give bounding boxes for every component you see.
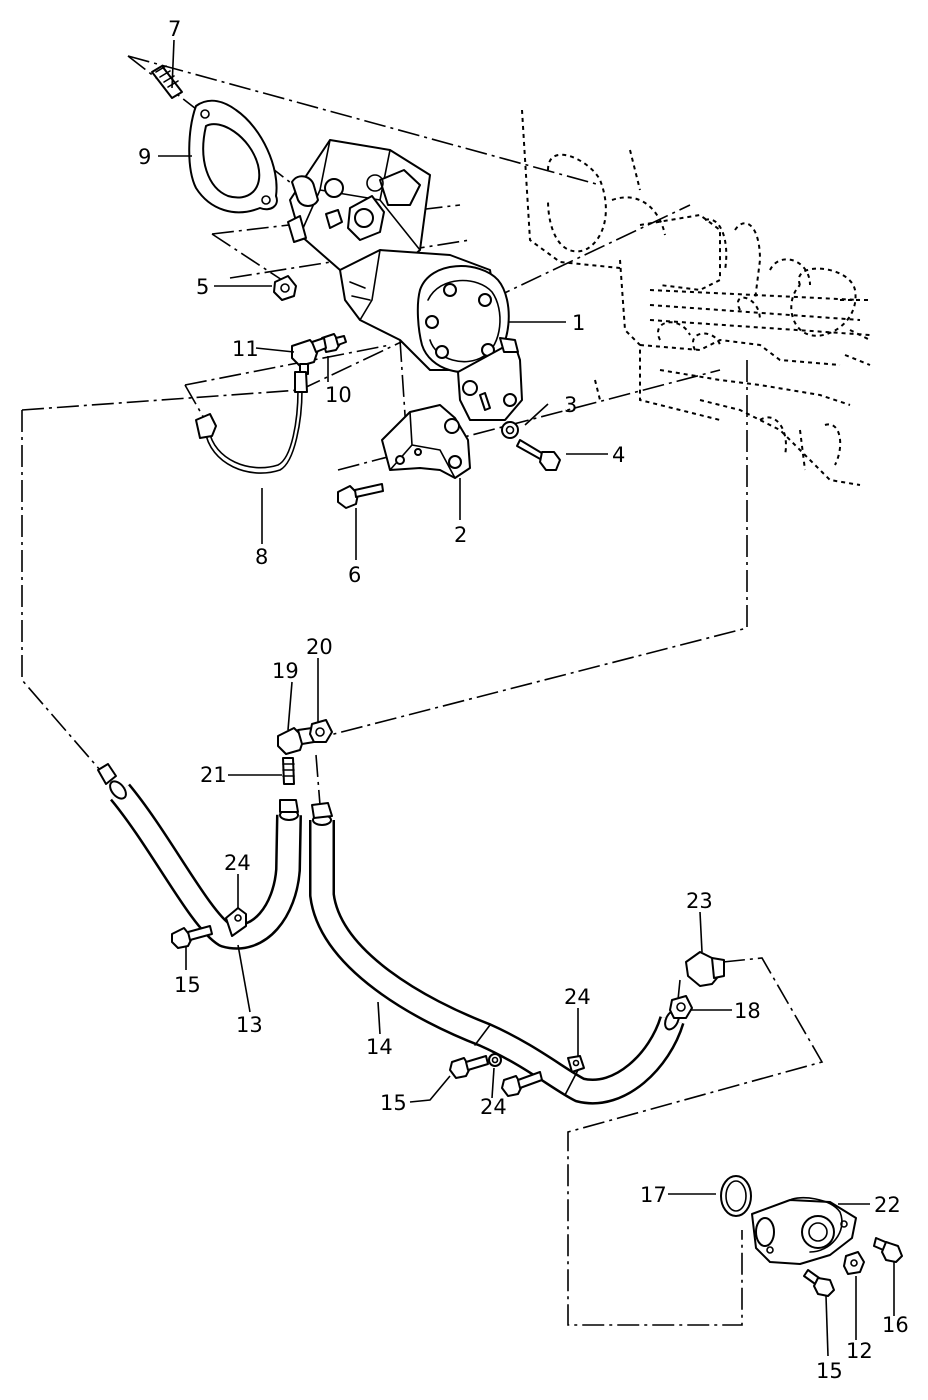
callout-22: 22	[874, 1193, 901, 1217]
callout-3: 3	[564, 393, 577, 417]
bolt-15-middle	[449, 1055, 489, 1079]
callout-21: 21	[200, 763, 227, 787]
nut-5	[273, 275, 297, 301]
leader-lines	[158, 39, 895, 1357]
callout-17: 17	[640, 1183, 667, 1207]
callout-labels: 7 9 5 1 11 10 3 4 2 8 6 20 19 21 24 23 1…	[138, 17, 909, 1383]
bracket-2	[381, 404, 471, 479]
fitting-21	[282, 757, 295, 785]
return-hose-14	[309, 814, 685, 1105]
callout-15-left: 15	[174, 973, 201, 997]
bolt-16	[873, 1237, 903, 1263]
callout-12: 12	[846, 1339, 873, 1363]
bolt-4	[516, 439, 561, 471]
elbow-fitting-19	[277, 727, 315, 755]
bolt-15-lower	[501, 1071, 543, 1097]
adapter-housing-22	[751, 1196, 857, 1265]
callout-20: 20	[306, 635, 333, 659]
callout-23: 23	[686, 889, 713, 913]
callout-6: 6	[348, 563, 361, 587]
callout-7: 7	[168, 17, 181, 41]
engine-block-outline	[521, 109, 871, 486]
callout-19: 19	[272, 659, 299, 683]
callout-13: 13	[236, 1013, 263, 1037]
o-ring-17	[720, 1175, 752, 1217]
callout-18: 18	[734, 999, 761, 1023]
callout-24-left: 24	[224, 851, 251, 875]
elbow-fitting-23	[685, 951, 725, 987]
power-steering-pump-1	[287, 139, 523, 421]
callout-2: 2	[454, 523, 467, 547]
callout-15-right: 15	[816, 1359, 843, 1383]
hose-clip-24-left	[225, 907, 247, 937]
callout-24-middle: 24	[480, 1095, 507, 1119]
stud-7	[151, 65, 183, 99]
fitting-20	[309, 719, 333, 743]
callout-9: 9	[138, 145, 151, 169]
callout-8: 8	[255, 545, 268, 569]
bolt-6	[337, 483, 384, 509]
bolt-15-right	[803, 1269, 835, 1297]
callout-24-right: 24	[564, 985, 591, 1009]
bolt-15-left	[171, 925, 213, 949]
hose-clip-24-right	[567, 1055, 585, 1073]
callout-11: 11	[232, 337, 259, 361]
callout-16: 16	[882, 1313, 909, 1337]
return-hose-13	[109, 780, 302, 950]
fitting-18	[669, 995, 693, 1019]
callout-10: 10	[325, 383, 352, 407]
callout-4: 4	[612, 443, 625, 467]
washer-24-middle	[488, 1053, 502, 1067]
elbow-fitting-11	[291, 337, 327, 375]
callout-5: 5	[196, 275, 209, 299]
callout-14: 14	[366, 1035, 393, 1059]
callout-15-middle: 15	[380, 1091, 407, 1115]
callout-1: 1	[572, 311, 585, 335]
hose-clip-upper-left	[97, 763, 333, 819]
pressure-hose-8	[195, 371, 308, 474]
washer-3	[501, 421, 519, 439]
gasket-9	[188, 99, 278, 214]
plug-12	[843, 1251, 865, 1275]
assembly-reference-lines	[21, 55, 824, 1326]
